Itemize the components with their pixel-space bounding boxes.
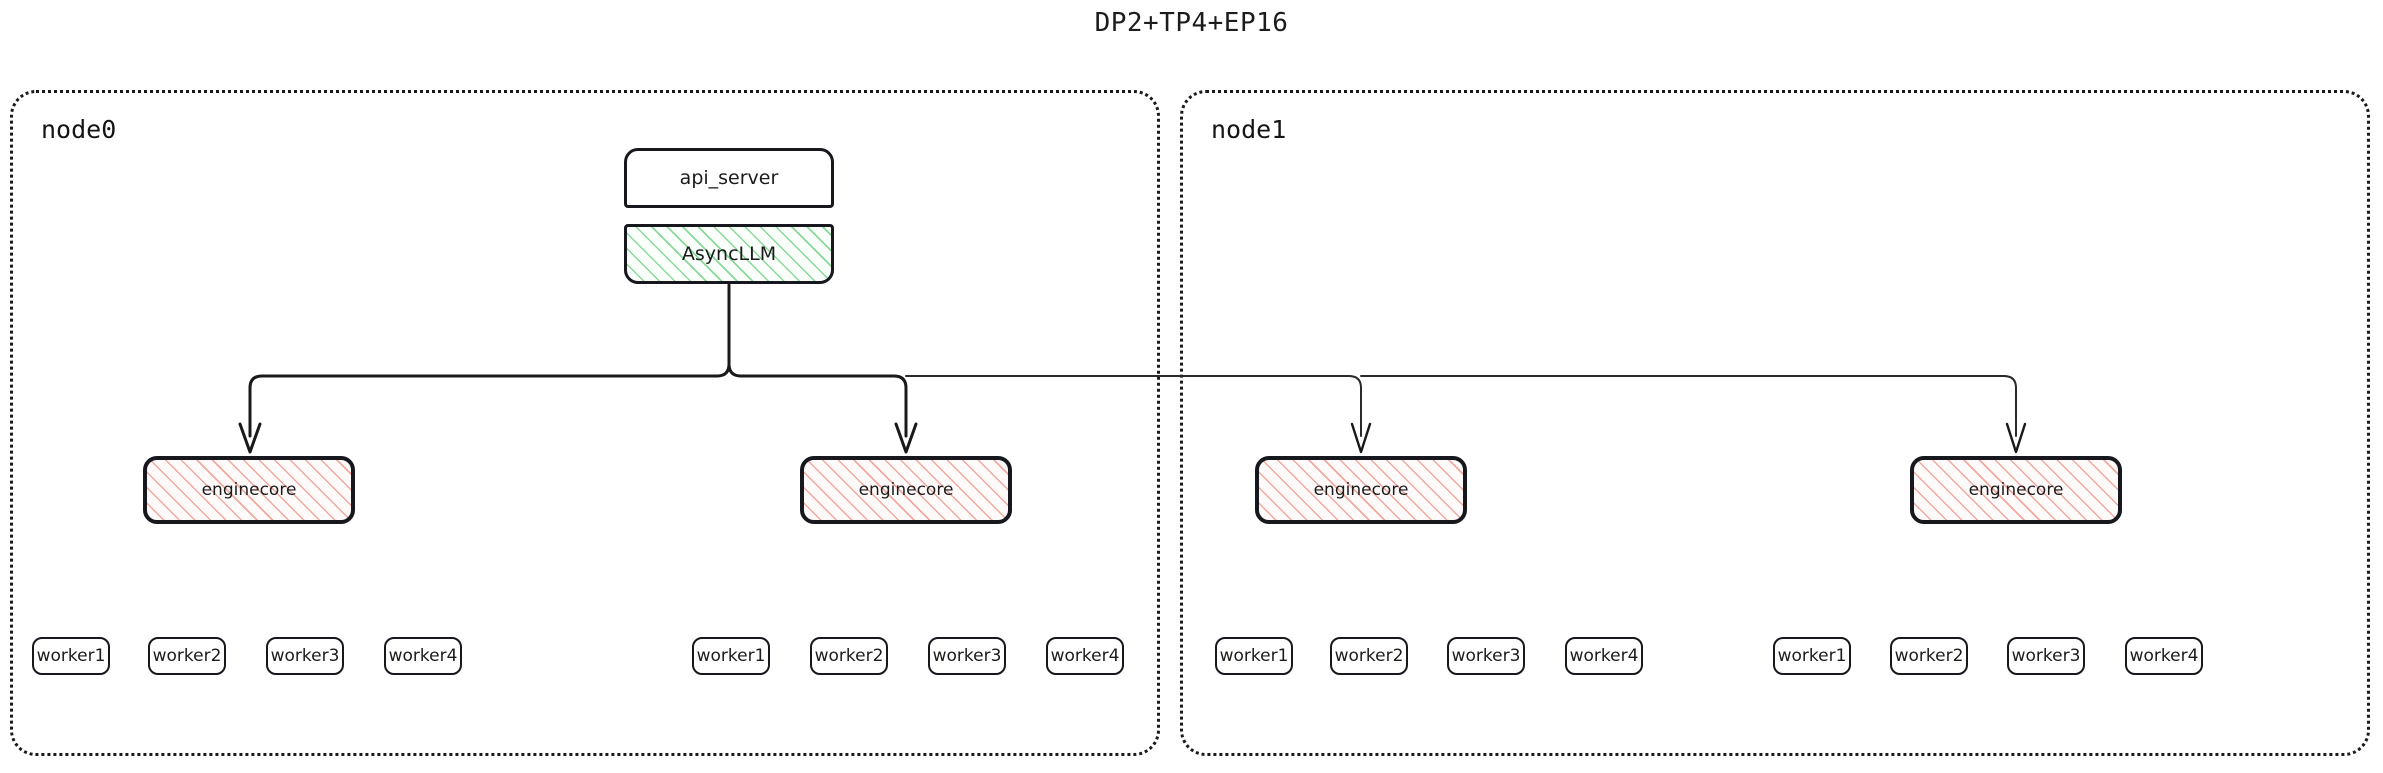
worker-box[interactable]: worker2 [810,637,888,675]
worker-box[interactable]: worker2 [1330,637,1408,675]
node-label-node0: node0 [41,115,117,144]
enginecore-box[interactable]: enginecore [1910,456,2122,524]
worker-box[interactable]: worker3 [266,637,344,675]
api-server-box[interactable]: api_server [624,148,834,208]
worker-box[interactable]: worker4 [384,637,462,675]
enginecore-box[interactable]: enginecore [143,456,355,524]
worker-box[interactable]: worker4 [2125,637,2203,675]
worker-box[interactable]: worker1 [32,637,110,675]
enginecore-box[interactable]: enginecore [800,456,1012,524]
enginecore-box[interactable]: enginecore [1255,456,1467,524]
worker-box[interactable]: worker3 [1447,637,1525,675]
worker-box[interactable]: worker3 [2007,637,2085,675]
worker-box[interactable]: worker2 [1890,637,1968,675]
worker-box[interactable]: worker4 [1046,637,1124,675]
worker-box[interactable]: worker1 [1215,637,1293,675]
worker-box[interactable]: worker3 [928,637,1006,675]
worker-box[interactable]: worker1 [692,637,770,675]
asyncllm-box[interactable]: AsyncLLM [624,224,834,284]
worker-box[interactable]: worker4 [1565,637,1643,675]
worker-box[interactable]: worker2 [148,637,226,675]
node-label-node1: node1 [1211,115,1287,144]
page-title: DP2+TP4+EP16 [1094,8,1289,38]
worker-box[interactable]: worker1 [1773,637,1851,675]
